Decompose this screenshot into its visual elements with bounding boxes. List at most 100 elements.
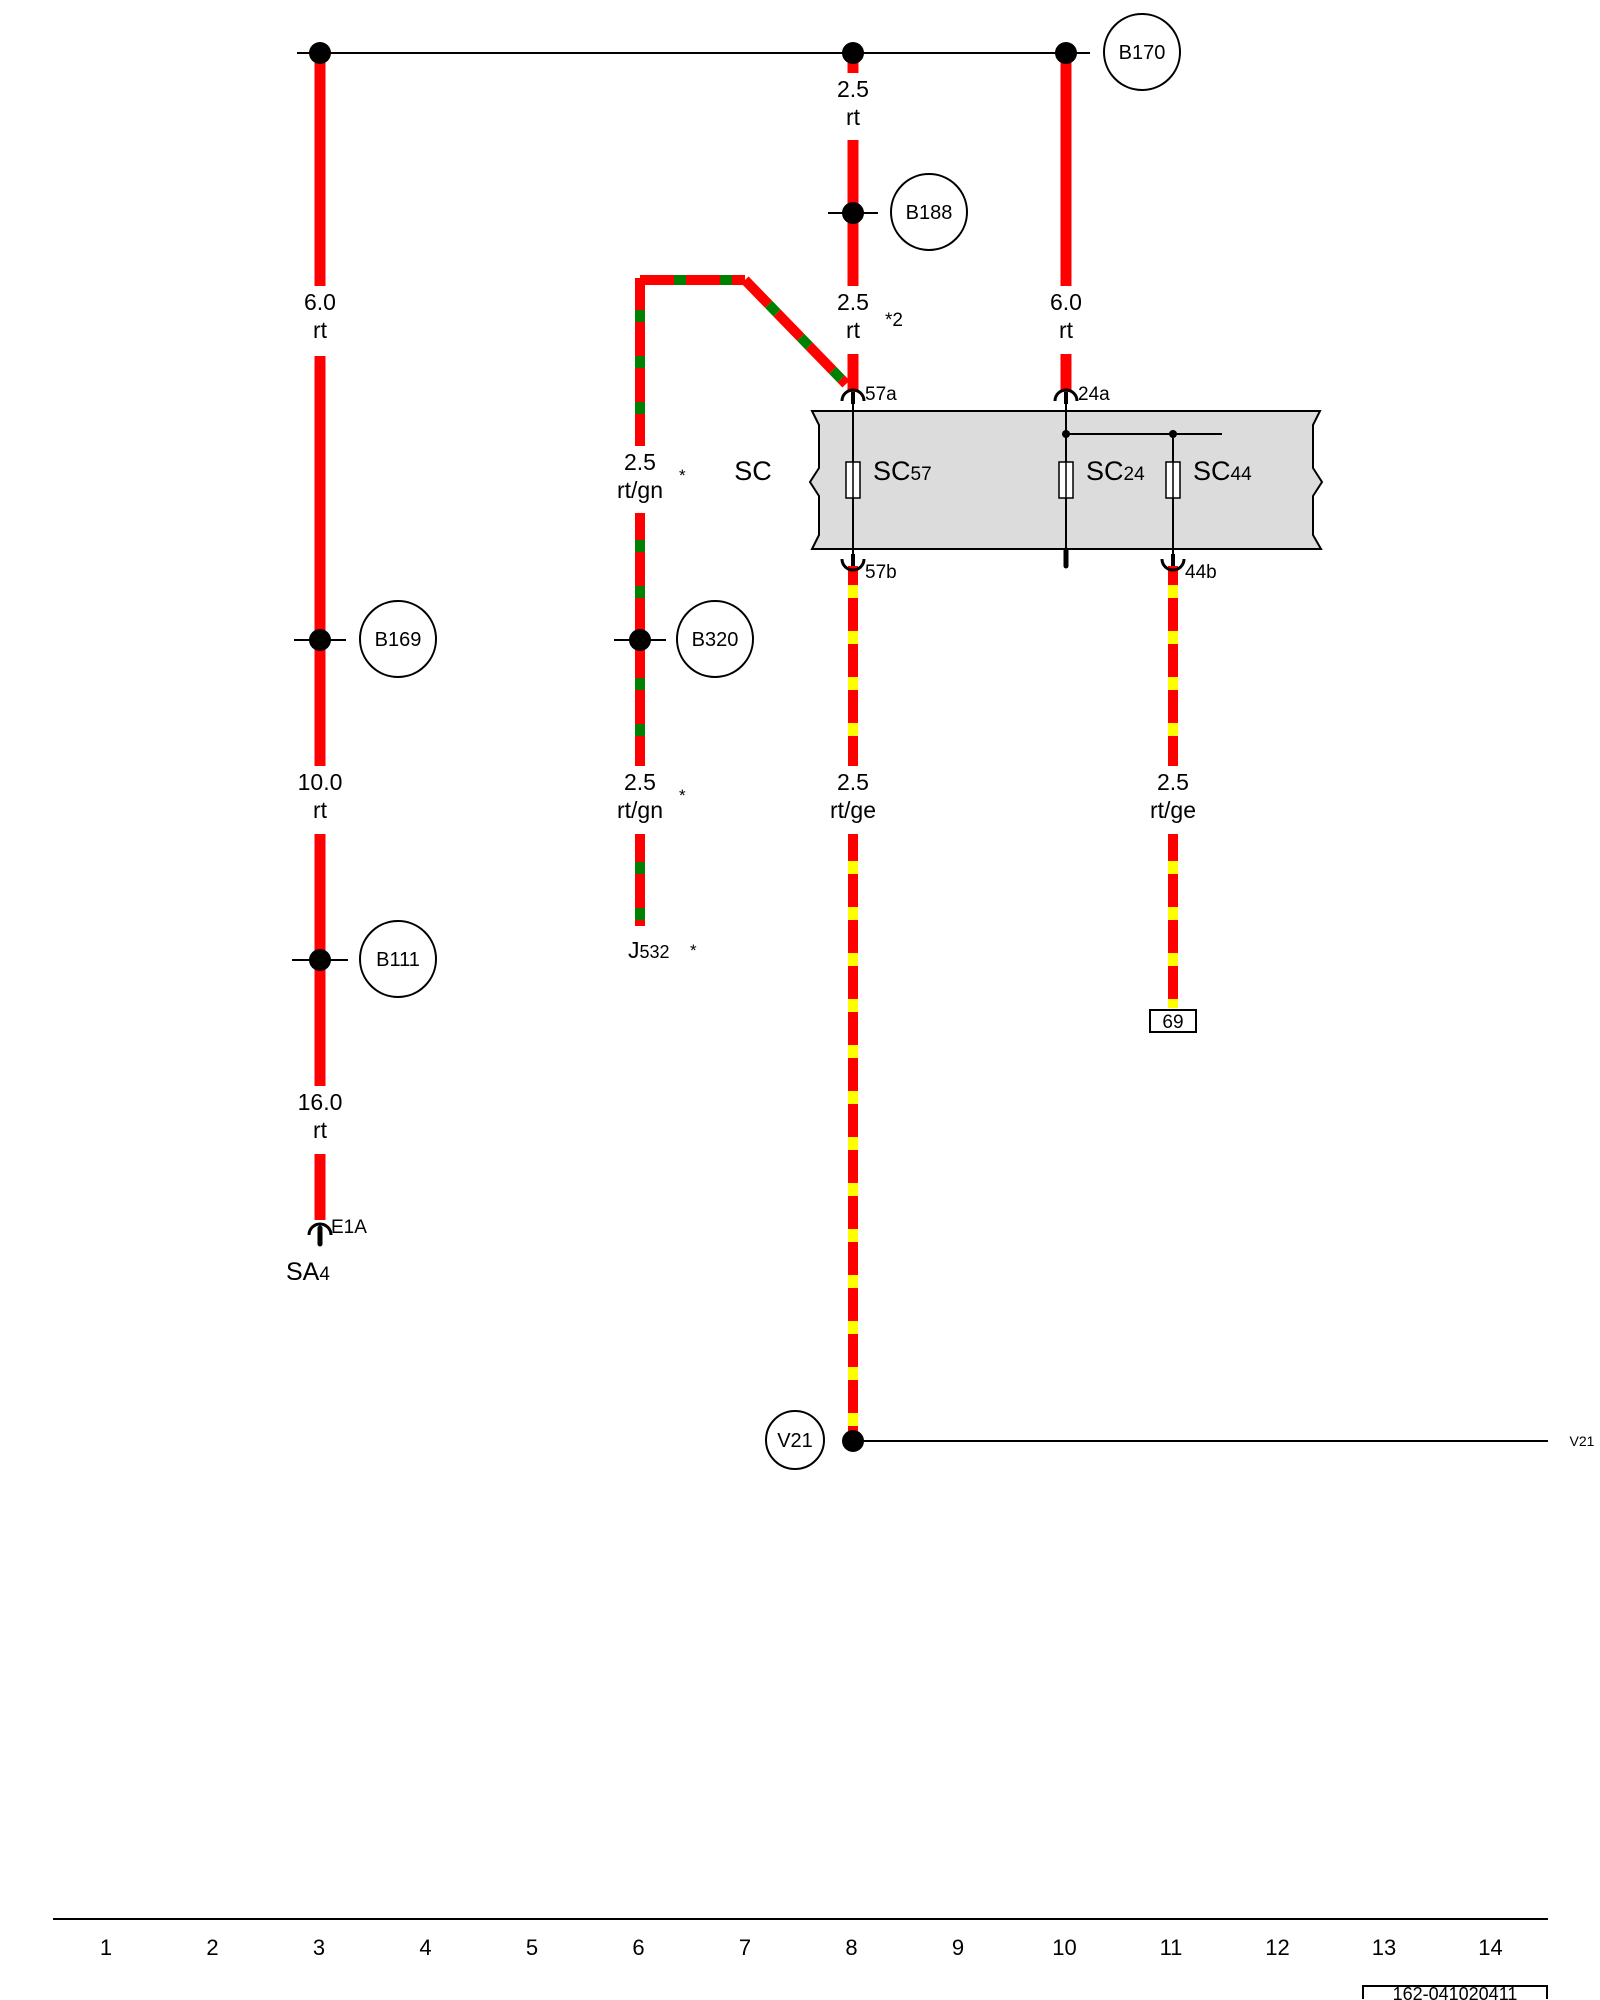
fuse-box-sc: SC SC57 SC24 SC44 57a (734, 384, 1324, 583)
component-sa4: SA4 (286, 1258, 330, 1286)
wire-color: rt/ge (1150, 797, 1196, 823)
wire-size: 6.0 (304, 289, 336, 315)
wire-column-6 (635, 275, 850, 926)
grid-number: 2 (206, 1935, 218, 1960)
grid-number: 12 (1265, 1935, 1289, 1960)
splice-dot (1055, 42, 1077, 64)
connector-b111: B111 (359, 920, 437, 998)
connector-b169: B169 (359, 600, 437, 678)
svg-text:SC57: SC57 (873, 456, 932, 486)
fuse-label: SC (873, 456, 911, 486)
wire-size: 2.5 (837, 76, 869, 102)
connector-label: V21 (777, 1430, 813, 1452)
splice-points (292, 42, 1077, 1452)
pin-44b: 44b (1160, 554, 1217, 583)
component-label: SA (286, 1258, 320, 1286)
connector-label: B169 (375, 629, 422, 651)
wire-color: rt (313, 1117, 328, 1143)
pin-label: E1A (331, 1217, 367, 1238)
wire-color: rt (846, 317, 861, 343)
reference-label: 69 (1162, 1012, 1183, 1033)
grid-number: 5 (526, 1935, 538, 1960)
wire-column-8 (847, 53, 859, 1440)
pin-57a: 57a (840, 384, 897, 405)
pin-57b: 57b (840, 554, 897, 583)
grid-number: 6 (632, 1935, 644, 1960)
wire-size: 2.5 (1157, 769, 1189, 795)
fuse-label: SC (1193, 456, 1231, 486)
fuse-number: 57 (911, 464, 932, 485)
wire-color: rt (313, 797, 328, 823)
wire-size: 2.5 (624, 769, 656, 795)
fuse-number: 24 (1124, 464, 1146, 485)
wire-size: 16.0 (298, 1089, 343, 1115)
wire-label-w5: 2.5 rt/gn * (617, 769, 686, 823)
component-label: J (628, 937, 640, 963)
grid-number: 13 (1372, 1935, 1396, 1960)
connector-label: B188 (906, 202, 953, 224)
footnote-star2: *2 (885, 310, 903, 331)
pin-label: 57b (865, 562, 897, 583)
wire-color: rt (1059, 317, 1074, 343)
wire-label-w3: 16.0 rt (298, 1089, 343, 1143)
wire-label-w10: 2.5 rt/ge (1150, 769, 1196, 823)
svg-text:SA4: SA4 (286, 1258, 330, 1286)
component-number: 532 (640, 942, 670, 962)
svg-text:SC44: SC44 (1193, 456, 1252, 486)
splice-dot (842, 1430, 864, 1452)
reference-box-69[interactable]: 69 (1149, 1009, 1197, 1033)
pin-label: 24a (1078, 384, 1110, 405)
grid-number: 7 (739, 1935, 751, 1960)
footnote-star: * (679, 786, 686, 805)
wire-size: 6.0 (1050, 289, 1082, 315)
connector-b320: B320 (676, 600, 754, 678)
connector-label: B320 (692, 629, 739, 651)
wire-size: 2.5 (624, 449, 656, 475)
fuse-number: 44 (1231, 464, 1253, 485)
footnote-star: * (679, 466, 686, 485)
splice-dot (842, 42, 864, 64)
fuse-label: SC (1086, 456, 1124, 486)
pin-24a: 24a (1053, 384, 1110, 405)
pin-label: 57a (865, 384, 897, 405)
grid-number: 10 (1052, 1935, 1076, 1960)
wire-column-11 (1168, 566, 1178, 1008)
connector-b170: B170 (1103, 13, 1181, 91)
wire-label-w7: 2.5 rt *2 (837, 289, 903, 343)
grid-number: 11 (1160, 1935, 1183, 1960)
connector-v21: V21 (765, 1410, 825, 1470)
connector-label: B111 (376, 949, 420, 971)
footnote-star: * (690, 941, 697, 960)
wire-label-w2: 10.0 rt (298, 769, 343, 823)
wire-label-w6: 2.5 rt (837, 76, 869, 130)
splice-dot (309, 42, 331, 64)
fuse-sc24: SC24 (1058, 456, 1145, 499)
wire-label-w1: 6.0 rt (304, 289, 336, 343)
grid-number: 9 (952, 1935, 964, 1960)
grid-number: 1 (100, 1935, 112, 1960)
wire-color: rt/gn (617, 477, 663, 503)
grid-number: 4 (419, 1935, 431, 1960)
fuse-sc57: SC57 (845, 456, 932, 499)
wire-size: 10.0 (298, 769, 343, 795)
fuse-sc44: SC44 (1165, 456, 1252, 499)
component-j532: J532 * (628, 937, 697, 963)
svg-text:J532: J532 (628, 937, 670, 963)
v21-continuation-label: V21 (1570, 1433, 1595, 1449)
grid-number: 3 (313, 1935, 325, 1960)
fuse-box-label: SC (734, 456, 772, 486)
connector-e1a: E1A (307, 1217, 367, 1247)
page-id: 162-041020411 (1393, 1984, 1518, 2000)
svg-text:SC24: SC24 (1086, 456, 1145, 486)
pin-label: 44b (1185, 562, 1217, 583)
wire-label-w9: 6.0 rt (1050, 289, 1082, 343)
grid-number: 14 (1478, 1935, 1502, 1960)
wire-color: rt/ge (830, 797, 876, 823)
wire-color: rt/gn (617, 797, 663, 823)
grid-number: 8 (845, 1935, 857, 1960)
wire-size: 2.5 (837, 289, 869, 315)
wire-color: rt (846, 104, 861, 130)
wire-label-w4: 2.5 rt/gn * (617, 449, 686, 503)
